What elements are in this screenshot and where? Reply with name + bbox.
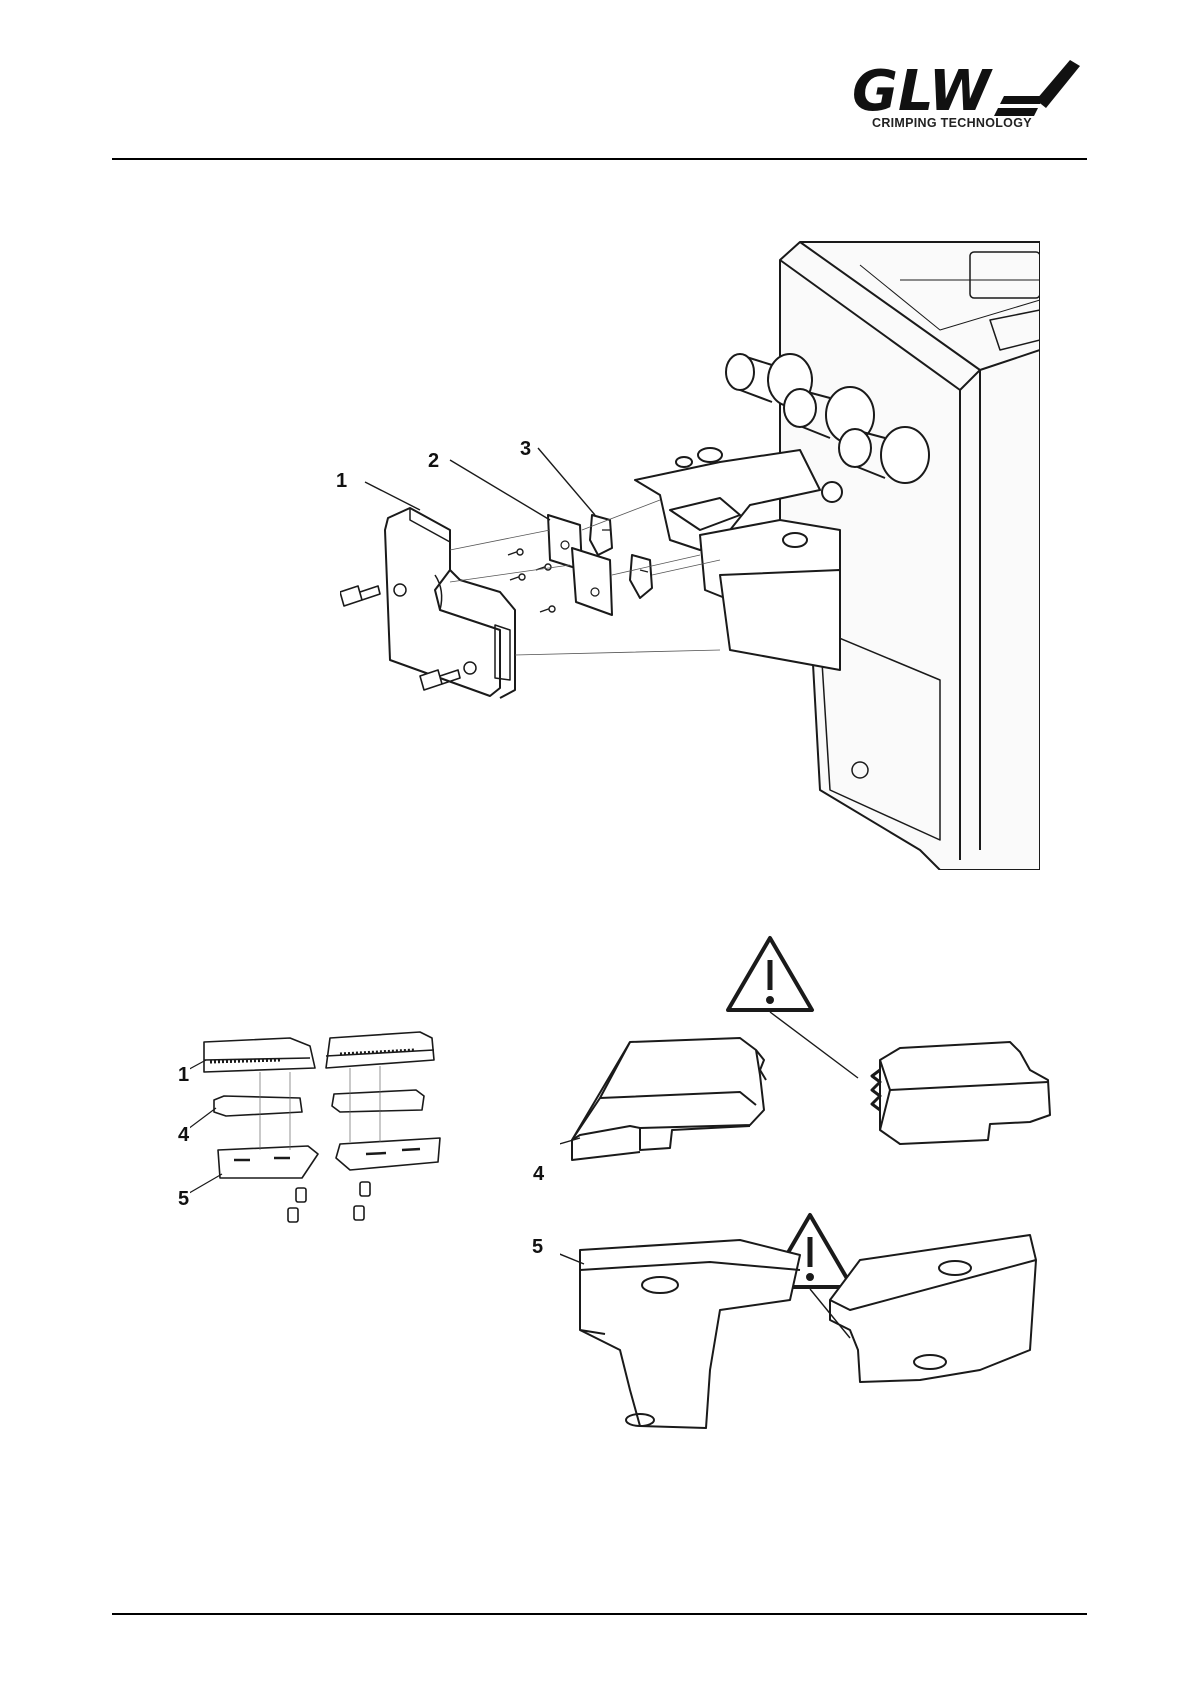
callout-2-top: 2 — [428, 450, 439, 473]
small-screws — [508, 549, 555, 612]
callout-4-right: 4 — [533, 1163, 544, 1186]
orientation-warning-figure — [560, 930, 1120, 1470]
die-set-exploded-figure — [190, 1020, 470, 1240]
callout-1-top: 1 — [336, 470, 347, 493]
blade-correct-view — [572, 1038, 766, 1160]
header-rule — [112, 158, 1087, 160]
die-set-screws — [288, 1182, 370, 1222]
logo-wordmark: GLW — [852, 59, 994, 124]
plate-correct-view — [580, 1240, 800, 1428]
blade-pair-item-4 — [214, 1090, 424, 1116]
die-block — [385, 508, 515, 698]
callout-3-top: 3 — [520, 438, 531, 461]
die-pair-item-1 — [204, 1032, 434, 1072]
callout-5-right: 5 — [532, 1236, 543, 1259]
logo-subtitle: CRIMPING TECHNOLOGY — [872, 116, 1072, 130]
plate-incorrect-view — [830, 1235, 1036, 1382]
callout-5-left: 5 — [178, 1188, 189, 1211]
exploded-machine-figure — [340, 230, 1040, 870]
warning-triangle-icon — [728, 938, 812, 1010]
die-set-leaders — [190, 1060, 222, 1196]
plate-pair-item-5 — [218, 1138, 440, 1178]
blade-incorrect-view — [872, 1042, 1050, 1144]
footer-rule — [112, 1613, 1087, 1615]
callout-4-left: 4 — [178, 1124, 189, 1147]
callout-1-left: 1 — [178, 1064, 189, 1087]
logo-check-icon — [994, 60, 1080, 116]
callout-leaders — [365, 448, 595, 520]
